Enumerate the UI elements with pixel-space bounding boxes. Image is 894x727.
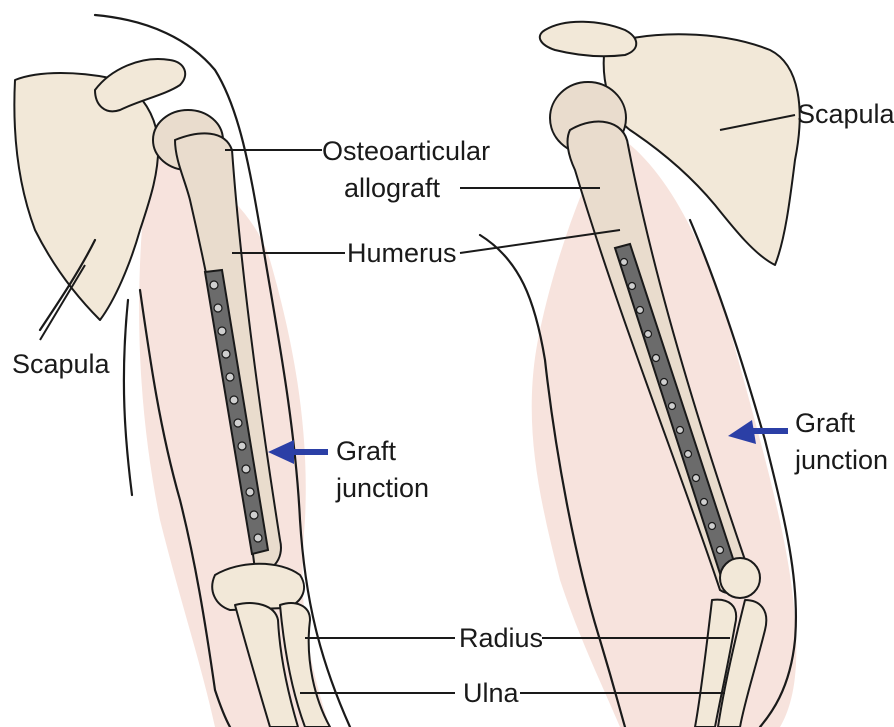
label-radius: Radius: [459, 623, 543, 653]
label-scapula-right: Scapula: [797, 99, 894, 129]
right-acromion: [540, 22, 636, 56]
right-arm: [480, 22, 800, 727]
left-scapula: [14, 73, 158, 320]
label-graft-left: Graft: [336, 436, 397, 466]
left-torso-line: [124, 300, 132, 495]
label-scapula-left: Scapula: [12, 349, 111, 379]
label-ulna: Ulna: [463, 678, 520, 708]
label-graft-right: Graft: [795, 408, 856, 438]
right-elbow-joint: [720, 558, 760, 598]
label-allograft: allograft: [344, 173, 441, 203]
label-junction-right: junction: [794, 445, 888, 475]
label-junction-left: junction: [335, 473, 429, 503]
label-humerus: Humerus: [347, 238, 457, 268]
label-osteoarticular: Osteoarticular: [322, 136, 490, 166]
